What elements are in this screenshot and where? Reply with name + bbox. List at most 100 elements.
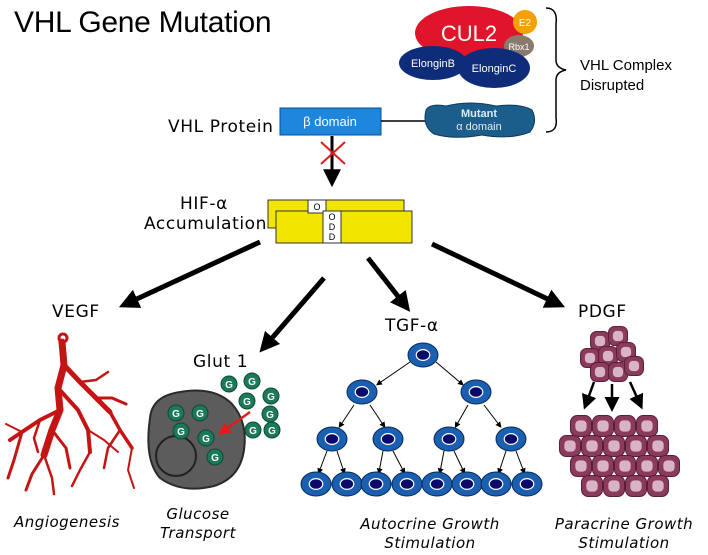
paracrine-cells [559,326,680,497]
autocrine-cell [331,471,363,497]
paracrine-cell [608,362,628,382]
vegf-label: VEGF [52,302,100,322]
paracrine-cell [581,435,603,457]
autocrine-cells [300,342,543,497]
autocrine-cell [316,426,348,452]
glucose-text: G [211,453,219,464]
paracrine-cell [625,475,647,497]
hif-complex: O O D D [267,199,413,244]
paracrine-cell [559,435,581,457]
elonginb-shape [399,46,467,80]
glucose-caption-line1: Glucose [166,505,230,523]
autocrine-cell [433,426,465,452]
paracrine-cell [614,415,636,437]
paracrine-cell [647,435,669,457]
e2-shape [513,10,537,34]
paracrine-cell [592,415,614,437]
glucose-molecule: G [172,422,190,440]
complex-brace [545,7,567,133]
paracrine-cell [624,356,644,376]
cul2-text: CUL2 [441,21,497,46]
arrow-to-glut1 [259,276,326,353]
glucose-molecule: G [167,404,185,422]
autocrine-caption: Autocrine Growth Stimulation [340,515,520,553]
arrow-to-vegf [118,239,262,308]
vhl-protein: β domain Mutant α domain [279,102,536,138]
hif-box-front [275,210,413,244]
glucose-text: G [225,380,233,391]
hif-label: HIF-α Accumulation [144,194,268,234]
paracrine-arrows [582,381,644,412]
odd-letter-1: O [328,212,335,222]
paracrine-caption-line2: Stimulation [578,534,670,552]
autocrine-cell [391,471,423,497]
glucose-text: G [248,377,256,388]
vhl-protein-label: VHL Protein [168,117,274,137]
paracrine-cell [598,346,618,366]
hif-label-line2: Accumulation [144,214,268,234]
cell-nucleus [155,435,197,477]
odd-letter-3: D [329,232,336,242]
glucose-text: G [177,427,185,438]
e2-text: E2 [519,18,532,29]
hif-label-line1: HIF-α [180,194,228,214]
autocrine-cell [495,426,527,452]
glucose-text: G [249,426,257,437]
autocrine-cell [346,379,378,405]
paracrine-caption-line1: Paracrine Growth [554,515,694,533]
arrow-to-pdgf [430,241,566,308]
vhl-complex: CUL2 E2 Rbx1 ElonginB ElonginC [399,6,567,133]
arrow-to-tgf [366,256,411,312]
elonginc-text: ElonginC [472,63,517,75]
autocrine-cell [480,471,512,497]
glucose-text: G [268,426,276,437]
autocrine-caption-line2: Stimulation [384,534,476,552]
odd-letter-2: D [329,222,336,232]
paracrine-cell [636,415,658,437]
glucose-text: G [172,409,180,420]
pdgf-label: PDGF [578,302,627,322]
glucose-caption-line2: Transport [160,524,236,542]
vhl-complex-label-line1: VHL Complex [580,57,672,74]
paracrine-cell [647,475,669,497]
paracrine-cell [658,455,680,477]
odd-box [322,210,342,244]
mutant-text-2: α domain [456,121,502,133]
mutant-alpha-domain [424,102,536,138]
odd-box-top [307,199,327,214]
autocrine-cell [451,471,483,497]
glucose-transport-caption: Glucose Transport [148,505,248,543]
autocrine-cell [300,471,332,497]
paracrine-cell [603,435,625,457]
glucose-molecule: G [197,429,215,447]
paracrine-cell [608,326,628,346]
paracrine-cell [603,475,625,497]
autocrine-cell [372,426,404,452]
autocrine-arrows [317,361,526,475]
tgf-label: TGF-α [385,316,439,336]
glucose-molecule: G [244,421,262,439]
glucose-molecule: G [243,372,261,390]
autocrine-cell [460,379,492,405]
mutant-text-1: Mutant [461,108,497,120]
glucose-molecule: G [206,448,224,466]
glucose-text: G [202,434,210,445]
autocrine-caption-line1: Autocrine Growth [360,515,500,533]
glucose-molecule: G [262,387,280,405]
paracrine-cell [614,455,636,477]
odd-top-text: O [313,202,320,212]
glucose-text: G [267,392,275,403]
target-arrows [118,239,566,353]
glucose-text: G [266,410,274,421]
glucose-molecule: G [220,375,238,393]
angiogenesis-caption: Angiogenesis [14,513,120,531]
glucose-molecule: G [238,392,256,410]
cul2-shape [415,6,523,60]
vhl-complex-label: VHL Complex Disrupted [580,56,672,96]
glucose-molecule: G [191,404,209,422]
paracrine-cell [581,475,603,497]
autocrine-cell [511,471,543,497]
autocrine-cell [421,471,453,497]
